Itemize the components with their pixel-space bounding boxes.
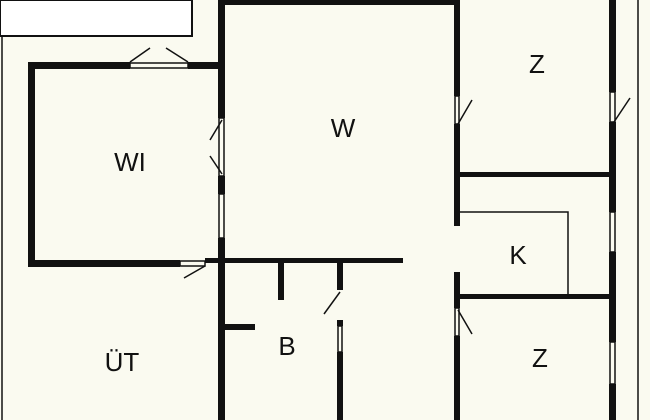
window — [218, 117, 225, 177]
door-swing — [129, 47, 151, 63]
wall — [218, 258, 225, 420]
wall — [218, 238, 225, 260]
door-swing — [613, 97, 631, 123]
wall — [28, 62, 130, 69]
wall — [454, 172, 612, 177]
wall — [28, 62, 35, 267]
door-frame — [454, 95, 460, 125]
room-label-z-top: Z — [529, 49, 545, 79]
walls — [28, 0, 616, 420]
window — [609, 91, 616, 123]
wall — [205, 258, 403, 263]
room-label-wi: WI — [114, 147, 146, 177]
door-swing — [183, 265, 206, 279]
wall — [609, 252, 616, 342]
door-swing — [457, 99, 473, 125]
wall — [609, 384, 616, 420]
window — [218, 193, 225, 239]
door-swing — [209, 119, 223, 141]
wall — [225, 324, 255, 330]
wall — [218, 176, 225, 194]
wall — [278, 262, 284, 300]
door-frame — [454, 307, 460, 337]
door-swing — [457, 309, 473, 335]
wall — [609, 122, 616, 212]
wall — [454, 294, 612, 299]
room-label-k: K — [509, 240, 527, 270]
window — [609, 341, 616, 385]
wall — [218, 0, 225, 118]
window — [609, 211, 616, 253]
wall — [337, 320, 343, 326]
room-label-ut: ÜT — [105, 347, 140, 377]
wall — [337, 352, 343, 420]
wall — [609, 0, 616, 92]
wall — [337, 262, 343, 290]
window — [129, 62, 189, 69]
wall — [28, 260, 180, 267]
door-swing — [165, 47, 189, 63]
wall — [188, 62, 225, 69]
door-frame — [337, 325, 343, 353]
kitchen-counter — [460, 211, 569, 294]
window — [179, 260, 206, 267]
door-swing — [323, 291, 341, 315]
door-swing — [209, 155, 223, 175]
wall — [454, 336, 460, 420]
wall — [218, 0, 458, 5]
room-label-w: W — [331, 113, 356, 143]
wall — [454, 272, 460, 308]
room-label-b: B — [278, 331, 295, 361]
outside-area — [0, 0, 193, 37]
wall — [454, 0, 460, 96]
room-label-z-bottom: Z — [532, 343, 548, 373]
